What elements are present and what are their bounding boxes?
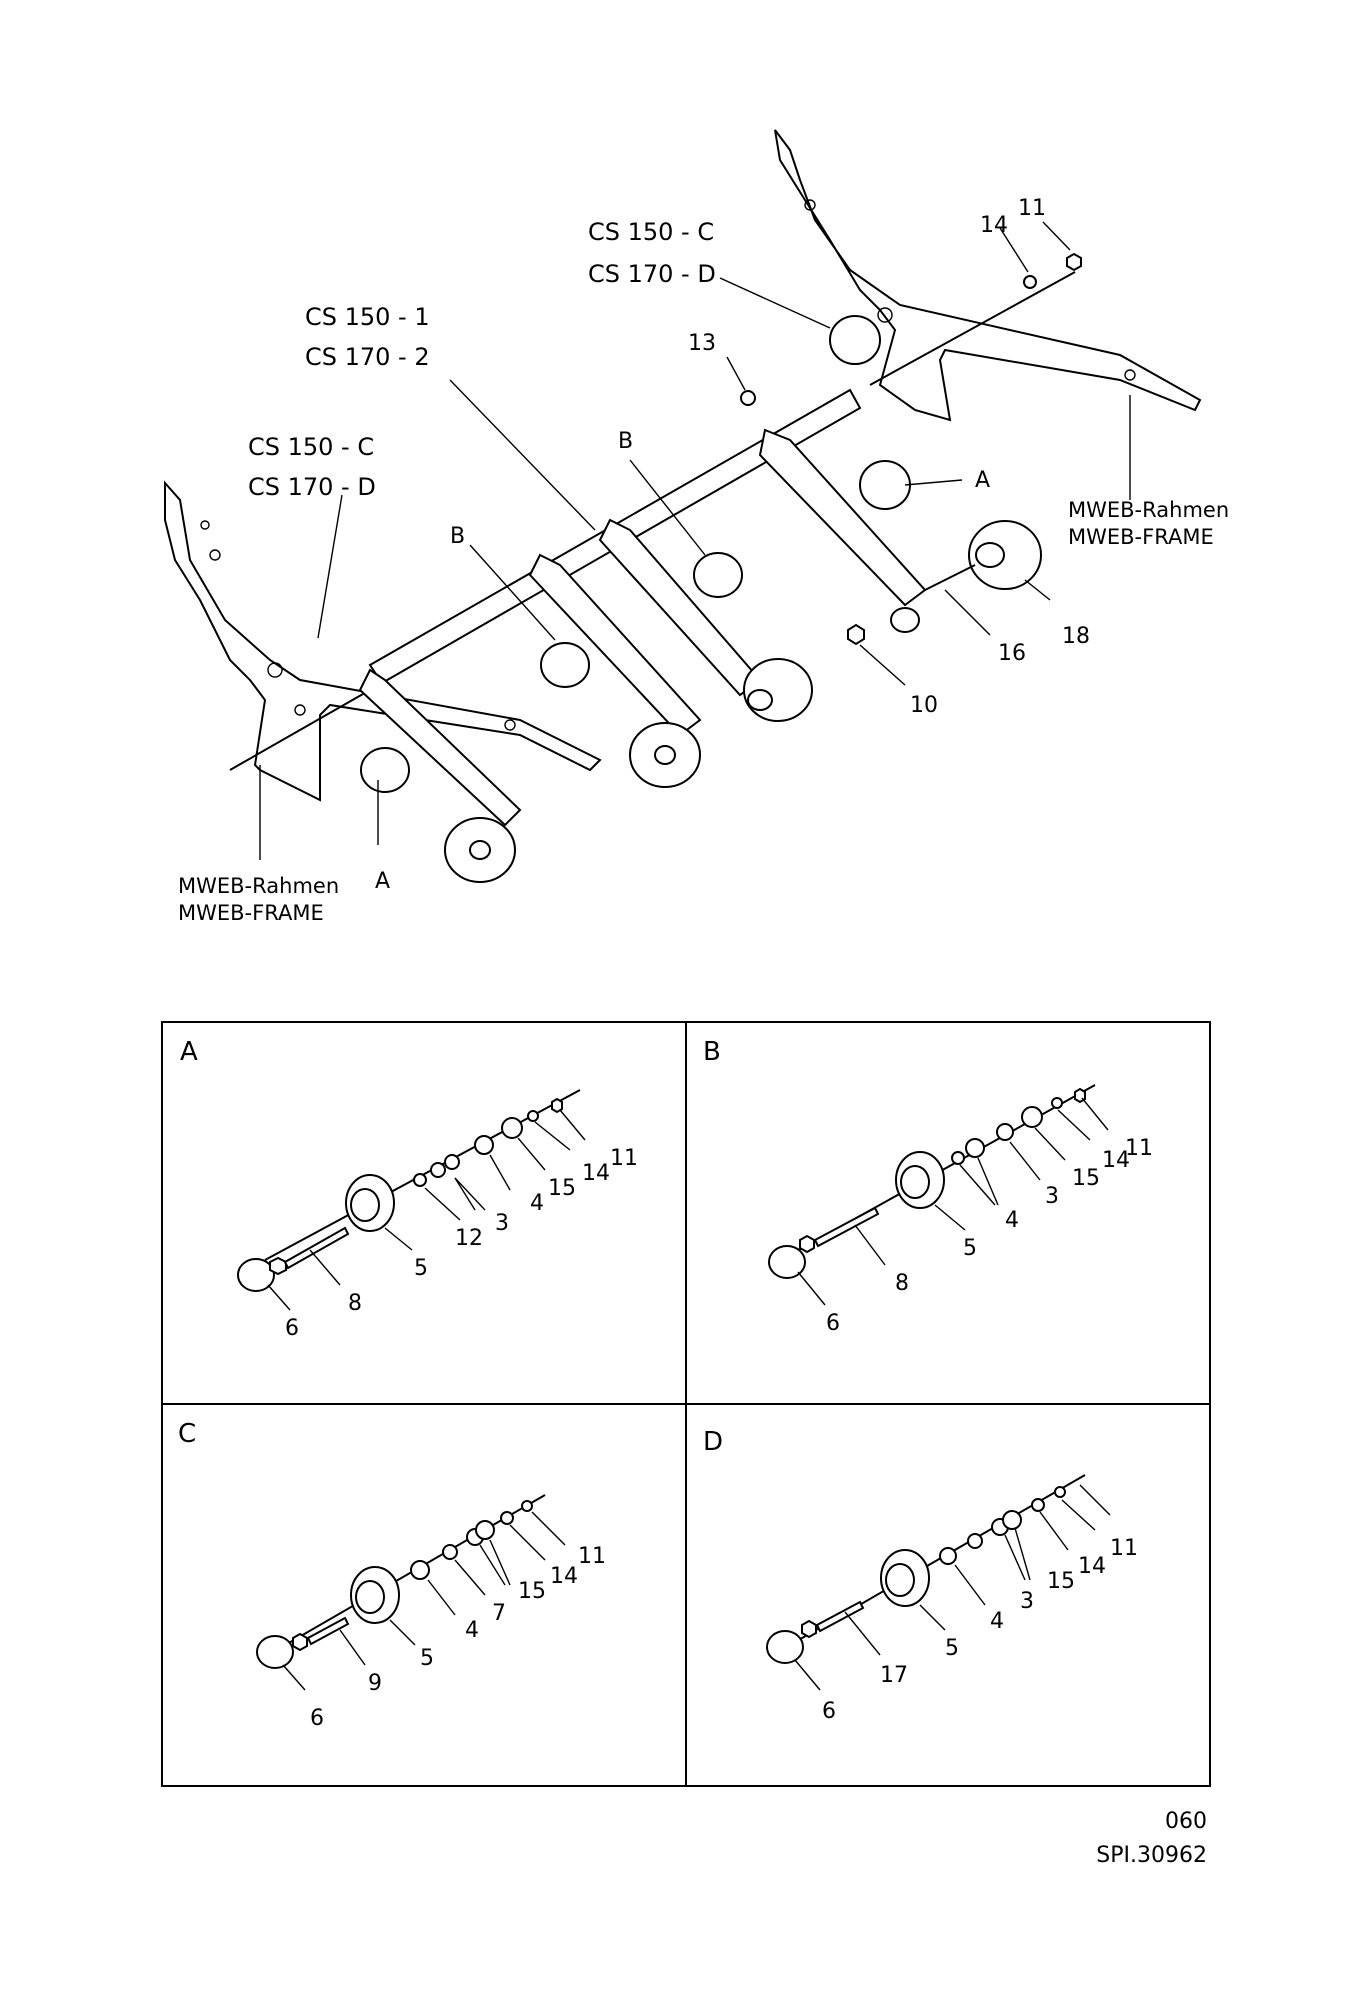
variant-right-top-150: CS 150 - C: [588, 218, 714, 246]
page-number: 060: [1165, 1809, 1207, 1834]
panelB-label-4: 4: [1005, 1208, 1019, 1233]
panel-C-letter: C: [178, 1419, 196, 1449]
panelB-label-8: 8: [895, 1271, 909, 1296]
roller-far-right: [859, 460, 911, 510]
panel-D-letter: D: [703, 1427, 723, 1457]
panelA-label-8: 8: [348, 1291, 362, 1316]
callout-A-left: A: [375, 869, 390, 894]
detail-panels-grid: [161, 1021, 1211, 1787]
roller-center-high: [540, 642, 590, 688]
panelD-label-11: 11: [1110, 1536, 1138, 1561]
roller-center-low: [629, 722, 701, 788]
panelC-label-9: 9: [368, 1671, 382, 1696]
panelA-label-5: 5: [414, 1256, 428, 1281]
panelD-label-17: 17: [880, 1663, 908, 1688]
panelB-label-6: 6: [826, 1311, 840, 1336]
callout-14: 14: [980, 213, 1008, 238]
right-frame: [774, 129, 1202, 422]
roller-right-low: [743, 658, 813, 722]
panelA-label-14: 14: [582, 1161, 610, 1186]
arm-1: [358, 668, 522, 827]
panelB-label-15: 15: [1072, 1166, 1100, 1191]
panelD-label-3: 3: [1020, 1589, 1034, 1614]
variant-arm-150: CS 150 - 1: [305, 303, 430, 331]
panelC-label-5: 5: [420, 1646, 434, 1671]
panelC-label-6: 6: [310, 1706, 324, 1731]
roller-left-high: [360, 747, 410, 793]
panelA-label-4: 4: [530, 1191, 544, 1216]
arm-2: [528, 553, 702, 737]
panelB-label-3: 3: [1045, 1184, 1059, 1209]
panelC-label-4: 4: [465, 1618, 479, 1643]
callout-16: 16: [998, 641, 1026, 666]
panel-B-letter: B: [703, 1037, 721, 1067]
main-assembly-drawing: [164, 129, 1202, 883]
roller-right-high: [693, 552, 743, 598]
panelB-label-14: 14: [1102, 1148, 1130, 1173]
panelD-label-6: 6: [822, 1699, 836, 1724]
roller-part18: [968, 520, 1042, 590]
panel-A-letter: A: [180, 1037, 198, 1067]
frame-left-label-de: MWEB-Rahmen: [178, 874, 339, 898]
panelD-label-15: 15: [1047, 1569, 1075, 1594]
roller-left-low: [444, 817, 516, 883]
document-code: SPI.30962: [1096, 1843, 1207, 1868]
callout-10: 10: [910, 693, 938, 718]
panelA-label-11: 11: [610, 1146, 638, 1171]
panelD-label-5: 5: [945, 1636, 959, 1661]
callout-13: 13: [688, 331, 716, 356]
variant-left-170: CS 170 - D: [248, 473, 376, 501]
left-frame: [164, 480, 602, 802]
panelA-label-12: 12: [455, 1226, 483, 1251]
callout-18: 18: [1062, 624, 1090, 649]
frame-left-label-en: MWEB-FRAME: [178, 901, 324, 925]
callout-B-left: B: [450, 524, 465, 549]
callout-A-right: A: [975, 468, 990, 493]
panel-D: D 6 17 5 4 3 15 14 11: [703, 1427, 1138, 1724]
callout-B-right: B: [618, 429, 633, 454]
frame-right-label-en: MWEB-FRAME: [1068, 525, 1214, 549]
variant-right-top-170: CS 170 - D: [588, 260, 716, 288]
panelA-label-6: 6: [285, 1316, 299, 1341]
variant-arm-170: CS 170 - 2: [305, 343, 430, 371]
variant-left-150: CS 150 - C: [248, 433, 374, 461]
panelB-label-11: 11: [1125, 1136, 1153, 1161]
panel-C: C 6 9 5 4 7 15 14 11: [178, 1419, 606, 1731]
panelC-label-7: 7: [492, 1601, 506, 1626]
arm-4: [758, 428, 927, 607]
frame-right-label-de: MWEB-Rahmen: [1068, 498, 1229, 522]
panel-B: B 6 8 5 4 3 15 14 11: [703, 1037, 1153, 1336]
panelA-label-15: 15: [548, 1176, 576, 1201]
panel-A: A 6 8 5 12 3 4 15 14 11: [180, 1037, 638, 1341]
panelC-label-14: 14: [550, 1564, 578, 1589]
roller-top: [829, 315, 881, 365]
panelD-label-4: 4: [990, 1609, 1004, 1634]
panelC-label-11: 11: [578, 1544, 606, 1569]
panelA-label-3: 3: [495, 1211, 509, 1236]
callout-11: 11: [1018, 196, 1046, 221]
panelB-label-5: 5: [963, 1236, 977, 1261]
panelD-label-14: 14: [1078, 1554, 1106, 1579]
panelC-label-15: 15: [518, 1579, 546, 1604]
